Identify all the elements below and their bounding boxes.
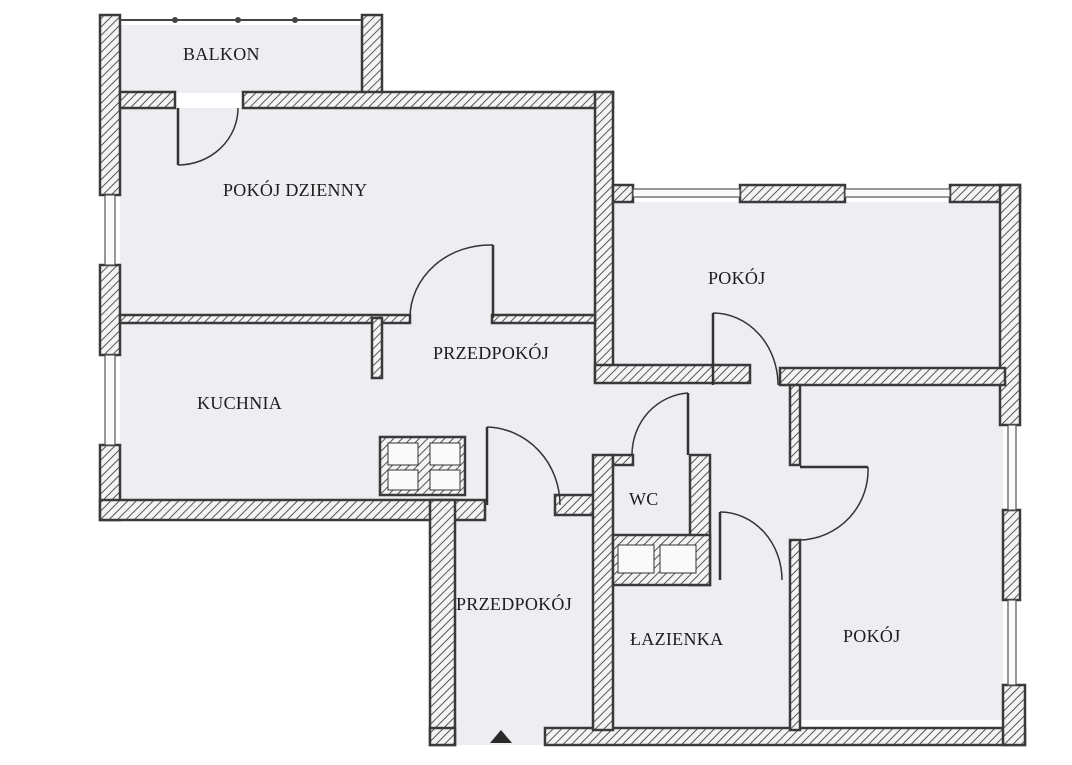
room-label-wc: WC — [629, 489, 659, 509]
floor-areas — [120, 25, 1003, 745]
room-label-kuchnia: KUCHNIA — [197, 393, 283, 413]
room-label-pokoj-dzienny: POKÓJ DZIENNY — [223, 180, 368, 200]
room-label-przedpokoj-upper: PRZEDPOKÓJ — [433, 343, 550, 363]
room-label-balkon: BALKON — [183, 44, 260, 64]
room-label-pokoj-lower: POKÓJ — [843, 626, 901, 646]
room-label-przedpokoj-lower: PRZEDPOKÓJ — [456, 594, 573, 614]
balcony-walls — [98, 13, 615, 197]
doors — [176, 107, 869, 581]
windows — [104, 188, 1017, 686]
entrance-arrow-icon — [490, 730, 512, 743]
ventilation-ducts — [387, 442, 697, 574]
room-label-pokoj-upper: POKÓJ — [708, 268, 766, 288]
room-label-lazienka: ŁAZIENKA — [630, 629, 724, 649]
